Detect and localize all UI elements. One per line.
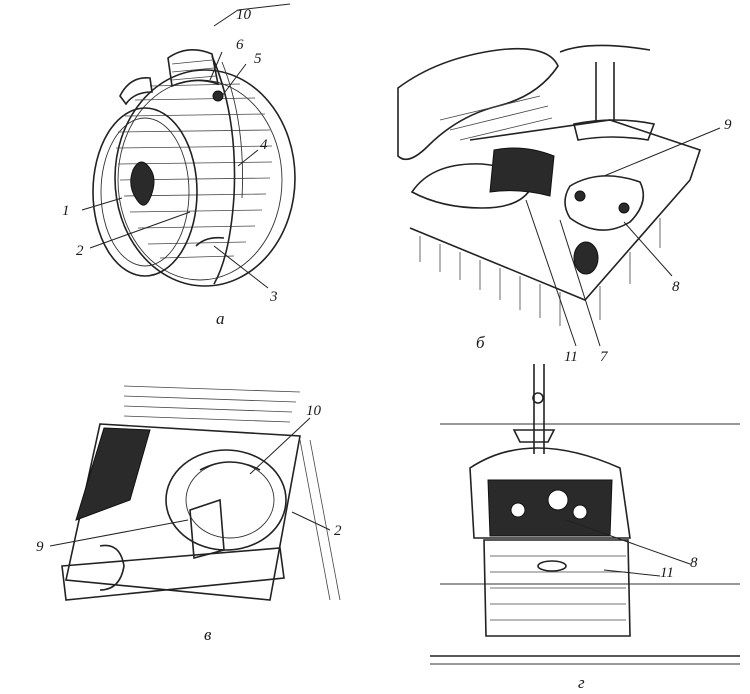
label-a-10: 10 xyxy=(236,7,251,23)
caption-a: а xyxy=(216,309,225,328)
label-a-2: 2 xyxy=(76,243,84,259)
label-a-1: 1 xyxy=(62,203,70,219)
label-v-2: 2 xyxy=(334,523,342,539)
caption-g: г xyxy=(578,673,585,692)
label-a-3: 3 xyxy=(270,289,278,305)
panel-a-bobbin-case xyxy=(81,3,296,289)
label-a-4: 4 xyxy=(260,137,268,153)
label-g-8: 8 xyxy=(690,555,698,571)
label-g-11: 11 xyxy=(660,565,674,581)
label-a-6: 6 xyxy=(236,37,244,53)
panel-g-closed xyxy=(430,364,740,665)
caption-v: в xyxy=(204,625,212,644)
label-a-5: 5 xyxy=(254,51,262,67)
label-v-10: 10 xyxy=(306,403,321,419)
label-b-9: 9 xyxy=(724,117,732,133)
panel-b-insertion xyxy=(397,44,721,347)
label-v-9: 9 xyxy=(36,539,44,555)
label-b-7: 7 xyxy=(600,349,608,365)
label-b-11: 11 xyxy=(564,349,578,365)
panel-v-compartment xyxy=(49,385,341,601)
label-b-8: 8 xyxy=(672,279,680,295)
caption-b: б xyxy=(476,333,485,352)
